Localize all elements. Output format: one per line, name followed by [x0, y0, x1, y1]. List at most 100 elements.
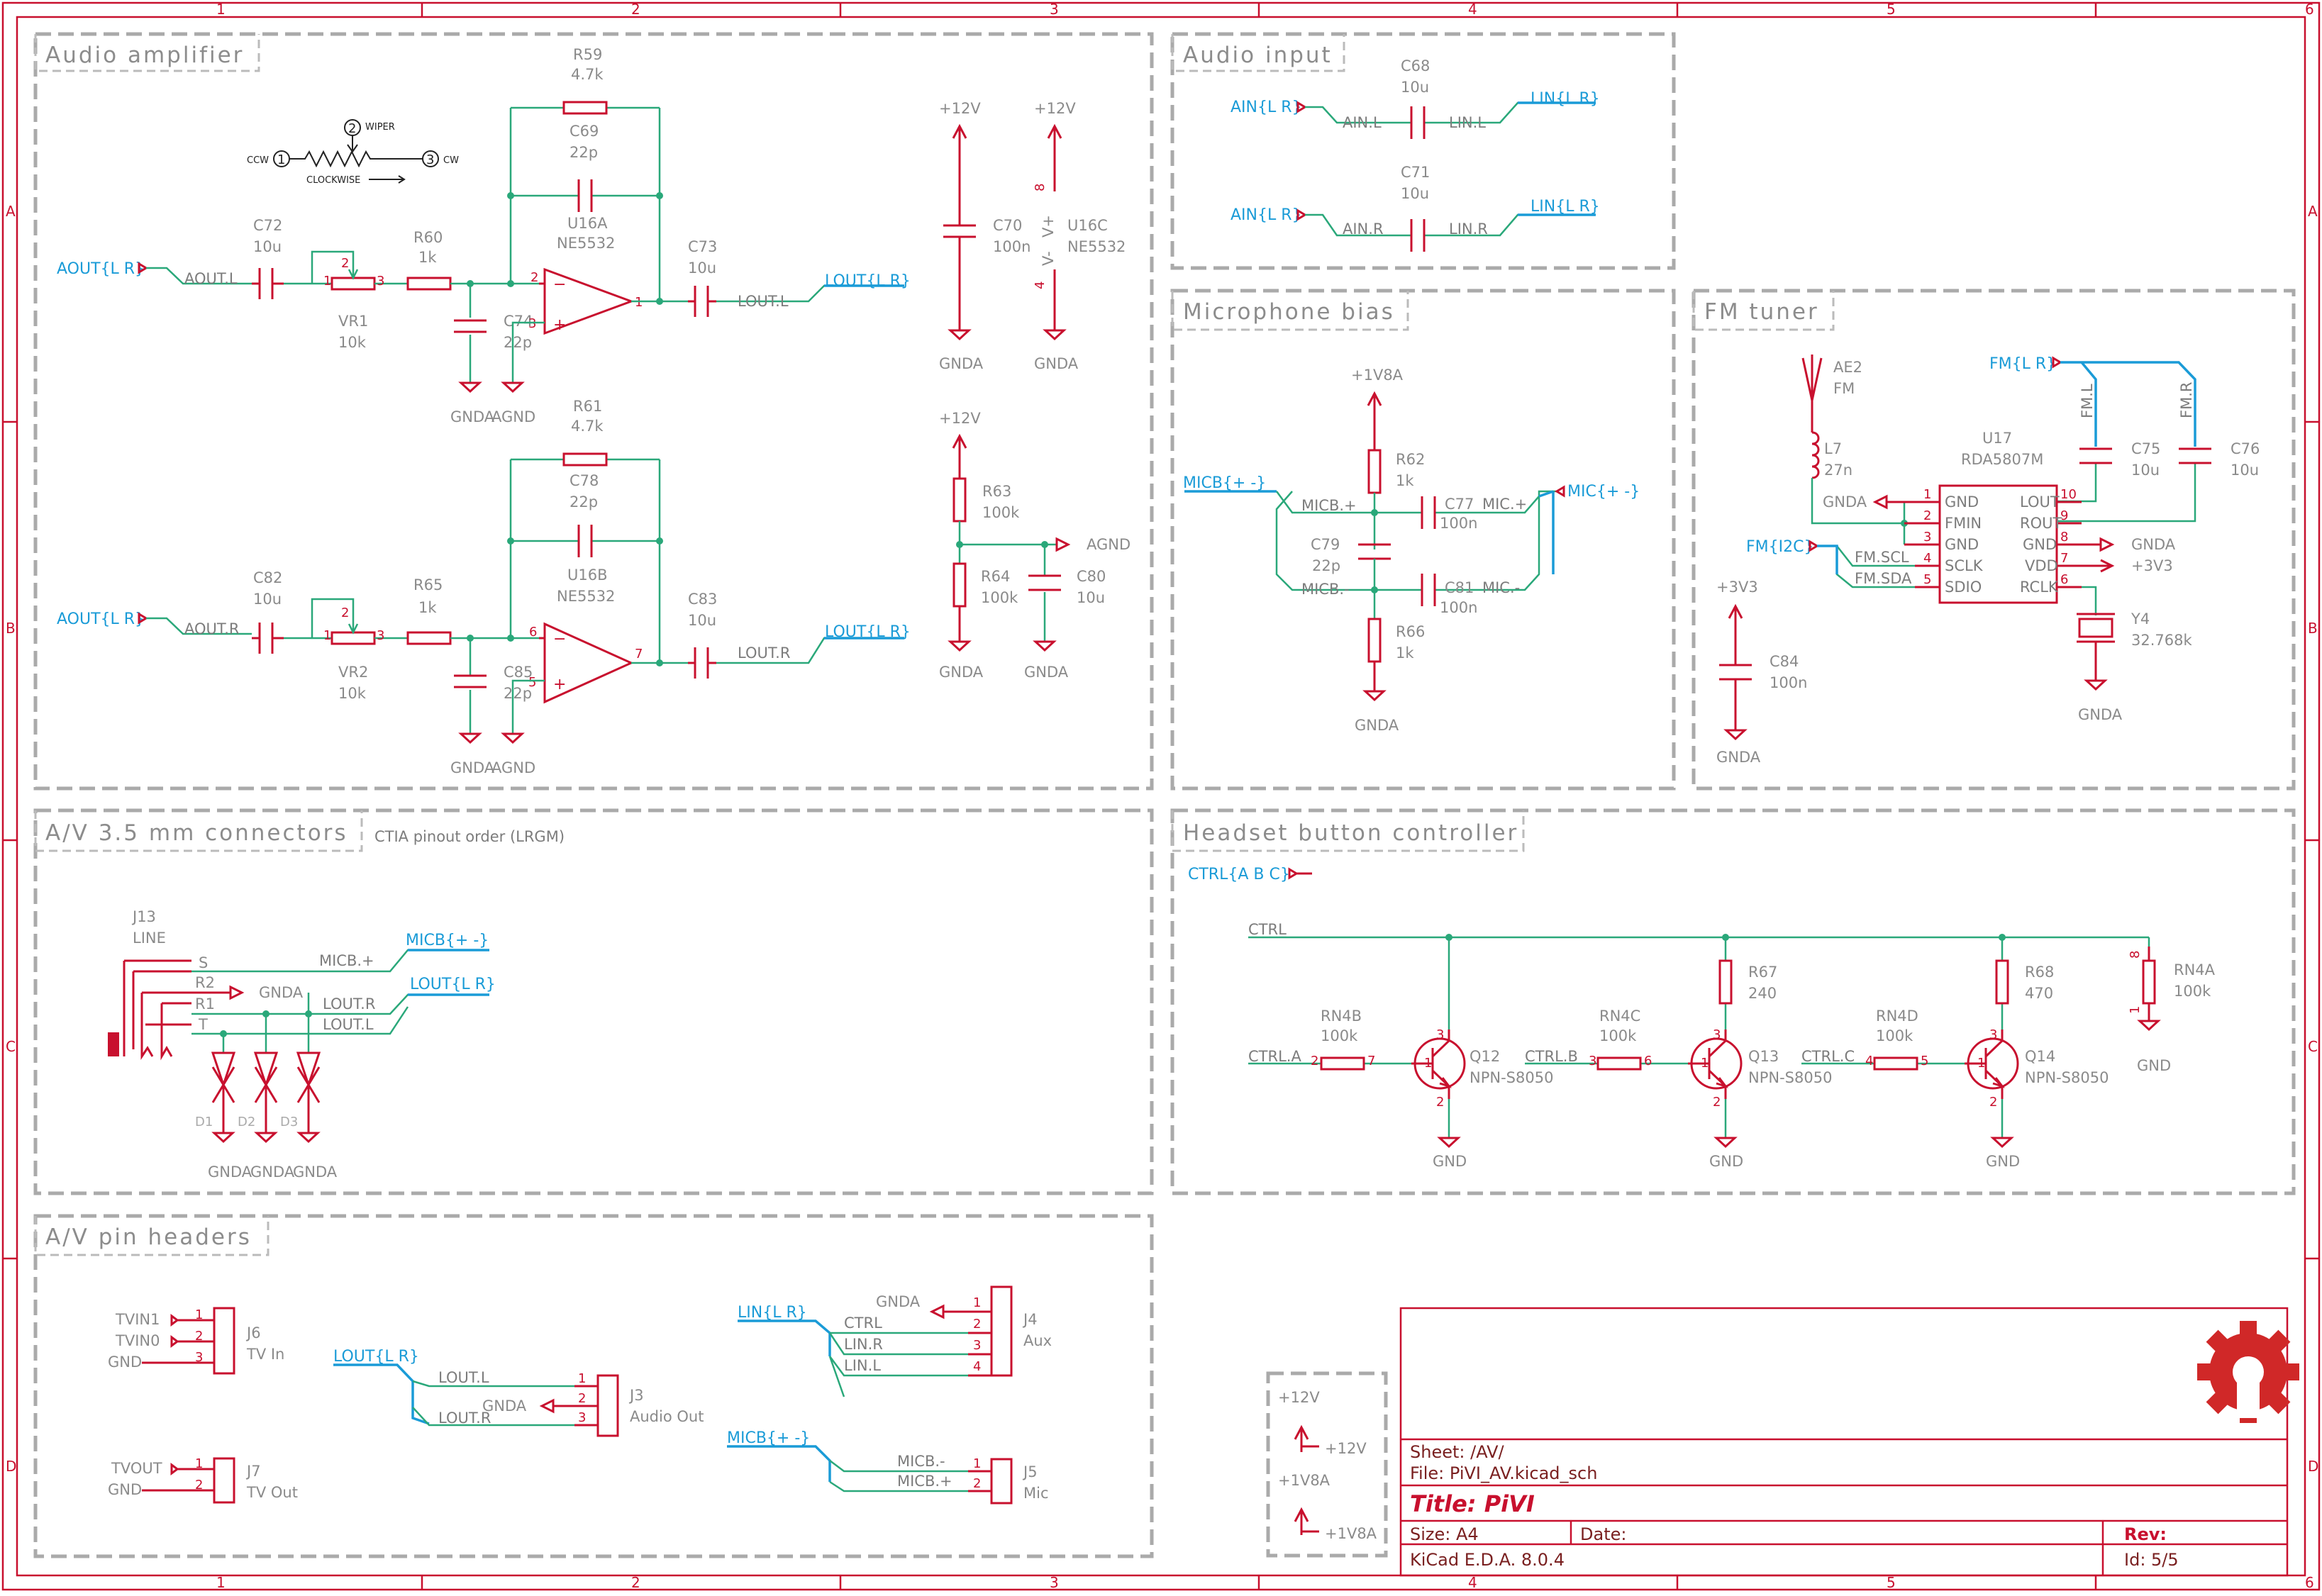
r62-ref: R62	[1396, 451, 1425, 468]
mic-gnd: GNDA	[1355, 717, 1399, 734]
j6-net-1: TVIN1	[115, 1311, 160, 1328]
border-col-6b: 6	[2305, 1574, 2314, 1591]
fm-port[interactable]: FM{L R}	[1989, 355, 2056, 373]
port-aout-r[interactable]: AOUT{L R}	[57, 610, 145, 628]
border-col-6: 6	[2305, 1, 2314, 18]
j5-port[interactable]: MICB{+ -}	[727, 1429, 810, 1447]
c77-val: 100n	[1440, 515, 1477, 532]
q13-val: NPN-S8050	[1748, 1069, 1832, 1086]
c77-ref: C77	[1445, 496, 1474, 513]
c70-rail: +12V	[939, 100, 981, 117]
j3-p1: 1	[578, 1371, 586, 1386]
port-aout-l[interactable]: AOUT{L R}	[57, 260, 145, 278]
av-pin-headers: TVIN1 TVIN0 GND 1 2 3 J6 TV In TVOUT GND…	[108, 1285, 1052, 1505]
l7-ref: L7	[1824, 440, 1842, 457]
c80-ref: C80	[1077, 568, 1106, 585]
u17-p2: 2	[1923, 508, 1931, 523]
c78-val: 22p	[570, 493, 598, 510]
port-lout-r[interactable]: LOUT{L R}	[825, 623, 911, 641]
border-row-d: D	[6, 1458, 16, 1475]
port-lout-l[interactable]: LOUT{L R}	[825, 272, 911, 290]
q13-gnd: GND	[1709, 1153, 1743, 1170]
q12-ref: Q12	[1470, 1048, 1500, 1065]
micb-port[interactable]: MICB{+ -}	[1183, 474, 1266, 492]
u17-p5: 5	[1923, 572, 1931, 587]
tb-sheet: Sheet: /AV/	[1410, 1442, 1504, 1462]
y4-val: 32.768k	[2131, 632, 2192, 649]
j3-net-1: LOUT.L	[438, 1369, 489, 1386]
r59-ref: R59	[573, 46, 602, 63]
section-title-av-pin-headers: A/V pin headers	[45, 1224, 252, 1250]
j4-p2: 2	[973, 1317, 981, 1332]
mic-rail: +1V8A	[1351, 367, 1404, 384]
q12-val: NPN-S8050	[1470, 1069, 1553, 1086]
net-j13-lout-l: LOUT.L	[323, 1016, 374, 1033]
r66-val: 1k	[1396, 644, 1414, 662]
tvs-d1: D1	[195, 1115, 213, 1129]
ain-r-port[interactable]: AIN{L R}	[1231, 206, 1302, 224]
u16c-rail: +12V	[1034, 100, 1076, 117]
u17-p10-name: LOUT	[2020, 493, 2060, 510]
j6-ref: J6	[245, 1324, 261, 1341]
net-aout-r: AOUT.R	[184, 620, 240, 637]
op1-plus: +	[553, 316, 566, 334]
r61-val: 4.7k	[571, 418, 604, 435]
j3-port[interactable]: LOUT{L R}	[333, 1348, 419, 1366]
border-row-c: C	[6, 1038, 16, 1055]
mic-port[interactable]: MIC{+ -}	[1567, 483, 1640, 501]
j4-port[interactable]: LIN{L R}	[738, 1304, 807, 1322]
j3-net-3: LOUT.R	[438, 1410, 491, 1427]
border-col-4b: 4	[1468, 1574, 1477, 1591]
c83-ref: C83	[688, 591, 717, 608]
legend-1v8-flag: +1V8A	[1325, 1525, 1377, 1542]
r67-ref: R67	[1748, 964, 1777, 981]
section-title-fm-tuner: FM tuner	[1704, 299, 1819, 325]
r66-ref: R66	[1396, 623, 1425, 640]
r65-ref: R65	[413, 576, 443, 593]
j7-ref: J7	[245, 1463, 261, 1480]
tb-id: Id: 5/5	[2124, 1550, 2179, 1570]
u16c-pin8: 8	[1033, 184, 1048, 191]
lin-l-port[interactable]: LIN{L R}	[1531, 90, 1600, 108]
fm-i2c-port[interactable]: FM{I2C}	[1746, 538, 1813, 556]
u17-val: RDA5807M	[1961, 451, 2043, 468]
net-lout-l: LOUT.L	[738, 293, 789, 310]
ain-l-port[interactable]: AIN{L R}	[1231, 99, 1302, 116]
c68-ref: C68	[1401, 57, 1430, 74]
q14-gnd: GND	[1986, 1153, 2020, 1170]
j13-lout-port[interactable]: LOUT{L R}	[410, 976, 496, 993]
vr2-pin3: 3	[377, 628, 384, 643]
r67-val: 240	[1748, 985, 1777, 1002]
rn4c-ref: RN4C	[1599, 1008, 1640, 1025]
op2-plus: +	[553, 676, 566, 693]
audio-amplifier: CCW 1 3 CW 2 WIPER CLOCKWISE AOUT{L R} A…	[57, 46, 1131, 776]
lin-r-port[interactable]: LIN{L R}	[1531, 198, 1600, 216]
net-lin-r: LIN.R	[1449, 221, 1488, 238]
amp-channel-right: AOUT{L R} AOUT.R C82 10u 1 2 3 VR2 10k R…	[57, 398, 911, 776]
u17-p4: 4	[1923, 551, 1931, 566]
c85-ref: C85	[504, 664, 533, 681]
c75-val: 10u	[2131, 462, 2160, 479]
q14-p3: 3	[1989, 1027, 1997, 1042]
r65-val: 1k	[418, 599, 437, 616]
j13-pin-r2: R2	[195, 974, 215, 991]
legend-12v-flag: +12V	[1325, 1440, 1367, 1457]
r64-val: 100k	[981, 589, 1018, 606]
q14-ref: Q14	[2025, 1048, 2055, 1065]
u17-p7: 7	[2060, 551, 2068, 566]
vr2-val: 10k	[338, 685, 367, 702]
tb-title: Title: PiVI	[1410, 1490, 1535, 1517]
u16b-ref: U16B	[567, 567, 608, 584]
net-lin-l: LIN.L	[1449, 114, 1486, 131]
net-ain-l: AIN.L	[1343, 114, 1382, 131]
vr2-pin1: 1	[323, 628, 331, 643]
ctrl-port[interactable]: CTRL{A B C}	[1188, 866, 1290, 883]
c72-ref: C72	[253, 217, 282, 234]
j13-micb-port[interactable]: MICB{+ -}	[406, 932, 489, 949]
j7-p1: 1	[195, 1456, 203, 1471]
op2-minus: −	[553, 630, 566, 648]
ae2-ref: AE2	[1833, 359, 1862, 376]
c79-val: 22p	[1312, 557, 1340, 574]
u17-p6-name: RCLK	[2020, 579, 2059, 596]
j6-val: TV In	[246, 1346, 284, 1363]
